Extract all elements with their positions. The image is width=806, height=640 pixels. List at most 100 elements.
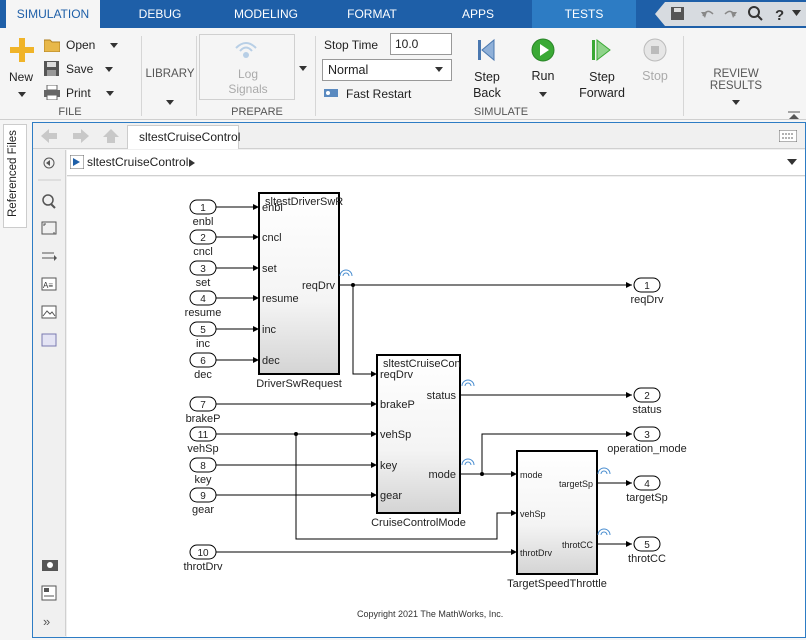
keyboard-icon[interactable] (779, 130, 797, 142)
outport-throtCC-number: 5 (644, 540, 650, 551)
log-signals-icon (235, 42, 257, 58)
inport-inc-number: 5 (200, 325, 206, 336)
separator (315, 36, 316, 116)
tab-simulation[interactable]: SIMULATION (6, 0, 100, 28)
signal-line (352, 285, 377, 375)
block-inport-label: mode (520, 470, 543, 480)
simulation-mode-select[interactable]: Normal (322, 59, 452, 81)
tab-debug[interactable]: DEBUG (138, 7, 182, 21)
svg-text:?: ? (775, 7, 784, 24)
collapse-ribbon-icon[interactable] (788, 108, 800, 119)
chevron-right-icon[interactable] (189, 159, 195, 167)
screenshot-icon[interactable] (42, 560, 58, 571)
block-inport-label: vehSp (520, 509, 546, 519)
signal-routing-icon[interactable] (42, 252, 57, 261)
collapse-icon[interactable] (792, 10, 801, 16)
image-icon[interactable] (41, 305, 57, 319)
tab-tests[interactable]: TESTS (532, 0, 636, 28)
outport-status[interactable] (633, 387, 661, 403)
up-arrow-icon[interactable] (103, 129, 119, 143)
new-button[interactable]: New (4, 34, 38, 106)
help-icon[interactable]: ? (775, 7, 784, 24)
inport-label-resume: resume (185, 307, 222, 319)
tab-format[interactable]: FORMAT (347, 7, 397, 21)
signal-arrowhead (511, 471, 517, 477)
svg-text:»: » (43, 614, 50, 629)
back-arrow-icon[interactable] (41, 129, 57, 143)
chevron-down-icon (435, 67, 443, 72)
svg-text:A≡: A≡ (43, 281, 53, 290)
fit-to-view-icon[interactable] (41, 221, 57, 235)
tab-apps[interactable]: APPS (461, 7, 494, 21)
block-inport-label: set (262, 263, 277, 275)
save-icon[interactable] (671, 7, 684, 20)
outport-targetSp-number: 4 (644, 479, 650, 490)
chevron-down-icon (539, 92, 547, 97)
block-diagram[interactable]: 1enbl2cncl3set4resume5inc6dec7brakeP11ve… (67, 177, 805, 637)
step-forward-icon (592, 38, 611, 62)
simulate-group-label: SIMULATE (473, 106, 529, 118)
referenced-files-tab[interactable]: Referenced Files (3, 124, 27, 228)
printer-icon (44, 85, 60, 100)
hide-browser-icon[interactable] (43, 157, 55, 169)
signal-arrowhead (626, 282, 632, 288)
signal-line (295, 434, 517, 540)
review-results-button[interactable]: REVIEW RESULTS (688, 58, 784, 110)
signal-arrowhead (253, 326, 259, 332)
inport-brakeP-number: 7 (200, 400, 206, 411)
breadcrumb[interactable]: sltestCruiseControl (87, 155, 189, 169)
inport-label-brakeP: brakeP (186, 413, 221, 425)
block-DriverSwRequest[interactable] (258, 192, 340, 375)
block-inport-label: inc (262, 324, 277, 336)
logged-signal-icon (461, 379, 475, 387)
inport-label-inc: inc (196, 338, 211, 350)
search-icon[interactable] (748, 6, 763, 21)
toolstrip-tabbar: SIMULATION DEBUG MODELING FORMAT APPS TE… (0, 0, 806, 28)
block-inport-label: cncl (262, 232, 282, 244)
fast-restart-toggle[interactable]: Fast Restart (322, 85, 432, 103)
undo-icon[interactable] (701, 10, 714, 18)
block-CruiseControlMode[interactable] (376, 354, 461, 514)
annotation-icon[interactable]: A≡ (41, 277, 57, 291)
stop-time-input[interactable]: 10.0 (390, 33, 452, 55)
review-results-label: REVIEW RESULTS (709, 68, 763, 92)
library-button[interactable]: LIBRARY (144, 58, 196, 110)
stop-time-label: Stop Time (324, 38, 379, 52)
zoom-icon[interactable] (42, 194, 56, 209)
run-button[interactable]: Run (520, 36, 566, 108)
folder-icon (44, 39, 60, 52)
expand-palette-icon[interactable]: » (43, 614, 50, 629)
redo-icon[interactable] (724, 10, 737, 18)
tab-modeling[interactable]: MODELING (233, 7, 298, 21)
inport-label-set: set (196, 277, 211, 289)
property-inspector-icon[interactable] (41, 585, 57, 601)
print-button[interactable]: Print (44, 85, 120, 103)
tab-sltestcruisecontrol[interactable]: sltestCruiseControl (127, 125, 240, 149)
open-button[interactable]: Open (44, 37, 120, 55)
new-icon (10, 38, 34, 62)
inport-label-throtDrv: throtDrv (183, 561, 223, 573)
area-icon[interactable] (41, 333, 57, 347)
stop-icon (643, 38, 667, 62)
print-label: Print (66, 86, 91, 100)
chevron-down-icon[interactable] (787, 159, 797, 165)
signal-arrowhead (253, 357, 259, 363)
save-button[interactable]: Save (44, 61, 120, 79)
outport-label-throtCC: throtCC (628, 553, 666, 565)
inport-dec-number: 6 (200, 356, 206, 367)
outport-targetSp[interactable] (633, 475, 661, 491)
stop-label: Stop (642, 69, 668, 83)
forward-arrow-icon[interactable] (73, 129, 89, 143)
log-signals-dropdown-icon[interactable] (299, 66, 307, 71)
outport-operation_mode[interactable] (633, 426, 661, 442)
stop-button[interactable]: Stop (636, 36, 674, 102)
outport-throtCC[interactable] (633, 536, 661, 552)
block-name-label: TargetSpeedThrottle (507, 578, 607, 590)
fast-restart-icon (324, 89, 338, 97)
signal-arrowhead (371, 462, 377, 468)
outport-reqDrv[interactable] (633, 277, 661, 293)
